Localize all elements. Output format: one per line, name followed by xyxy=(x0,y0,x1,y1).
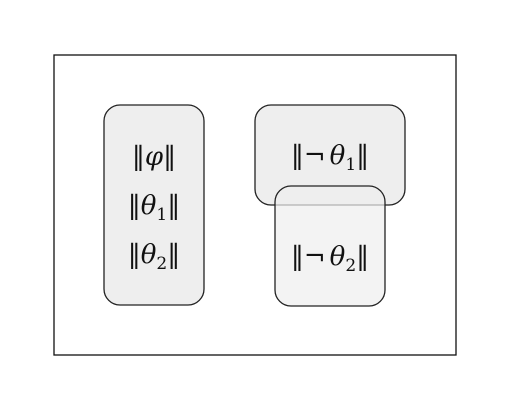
symbol-theta: θ xyxy=(141,240,157,270)
norm-theta1-label: ‖θ1‖ xyxy=(128,191,180,225)
norm-close: ‖ xyxy=(167,191,180,221)
norm-open: ‖ xyxy=(128,240,141,270)
negation-symbol: ¬ xyxy=(304,141,326,171)
norm-close: ‖ xyxy=(167,240,180,270)
right-bottom-set-box xyxy=(274,185,386,307)
norm-open: ‖ xyxy=(291,141,304,171)
subscript: 1 xyxy=(156,205,167,225)
negation-symbol: ¬ xyxy=(304,242,326,272)
symbol-theta: θ xyxy=(330,242,346,272)
norm-close: ‖ xyxy=(356,141,369,171)
norm-theta2-label: ‖θ2‖ xyxy=(128,240,180,274)
norm-close: ‖ xyxy=(356,242,369,272)
norm-phi-label: ‖φ‖ xyxy=(132,142,176,172)
symbol-theta: θ xyxy=(141,191,157,221)
subscript: 2 xyxy=(156,254,167,274)
norm-open: ‖ xyxy=(132,142,145,172)
norm-not-theta2-label: ‖¬θ2‖ xyxy=(291,242,369,276)
norm-open: ‖ xyxy=(291,242,304,272)
norm-close: ‖ xyxy=(163,142,176,172)
subscript: 2 xyxy=(345,256,356,276)
subscript: 1 xyxy=(345,155,356,175)
norm-not-theta1-label: ‖¬θ1‖ xyxy=(291,141,369,175)
symbol-phi: φ xyxy=(145,142,164,172)
outer-frame xyxy=(53,54,457,356)
norm-open: ‖ xyxy=(128,191,141,221)
left-set-box xyxy=(103,104,205,306)
symbol-theta: θ xyxy=(330,141,346,171)
